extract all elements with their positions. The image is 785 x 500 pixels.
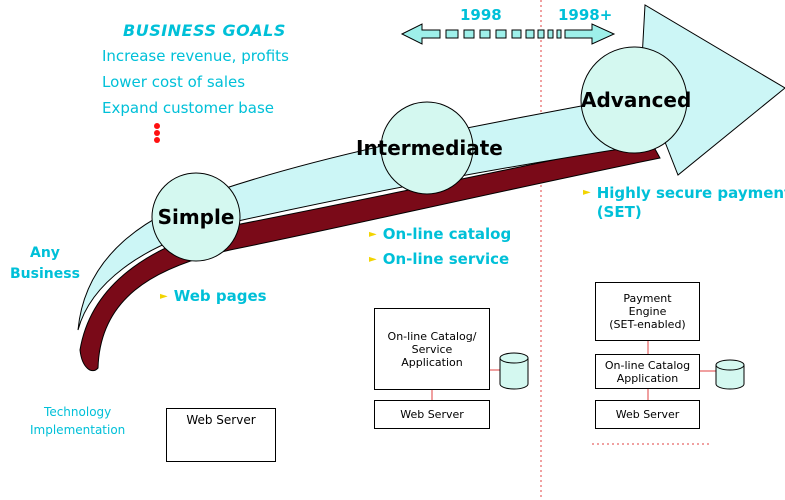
feature-online-service: ► On-line service bbox=[369, 250, 509, 268]
more-goals-ellipsis bbox=[154, 123, 160, 143]
advanced-catalog-box: On-line Catalog Application bbox=[595, 354, 700, 389]
feature-online-catalog: ► On-line catalog bbox=[369, 225, 511, 243]
feature-label: On-line catalog bbox=[382, 225, 512, 243]
intermediate-web-server-box: Web Server bbox=[374, 400, 490, 429]
database-icon-intermediate bbox=[499, 352, 529, 390]
goal-item: Expand customer base bbox=[102, 99, 275, 117]
bullet-icon: ► bbox=[369, 229, 377, 240]
stage-circle-simple bbox=[151, 172, 241, 262]
feature-label: On-line service bbox=[382, 250, 510, 268]
feature-web-pages: ► Web pages bbox=[160, 287, 267, 305]
bullet-icon: ► bbox=[369, 254, 377, 265]
bullet-icon: ► bbox=[160, 291, 168, 302]
stage-name-intermediate: Intermediate bbox=[356, 136, 503, 160]
stage-name-simple: Simple bbox=[157, 205, 235, 229]
stage-circle-intermediate bbox=[380, 101, 474, 195]
intermediate-app-box: On-line Catalog/ Service Application bbox=[374, 308, 490, 390]
goal-item: Lower cost of sales bbox=[102, 73, 246, 91]
year-label-1998-plus: 1998+ bbox=[558, 6, 613, 24]
feature-secure-payments: ► Highly secure payments (SET) bbox=[583, 184, 785, 222]
bullet-icon: ► bbox=[583, 187, 591, 198]
simple-web-server-box: Web Server bbox=[166, 408, 276, 462]
stage-circle-advanced bbox=[580, 46, 688, 154]
technology-implementation-label: Technology Implementation bbox=[30, 405, 126, 437]
stage-name-advanced: Advanced bbox=[581, 88, 692, 112]
goal-item: Increase revenue, profits bbox=[102, 47, 289, 65]
timeline-arrow bbox=[400, 23, 616, 45]
advanced-web-server-box: Web Server bbox=[595, 400, 700, 429]
any-business-label: Any Business bbox=[10, 245, 80, 282]
year-label-1998: 1998 bbox=[460, 6, 502, 24]
payment-engine-box: Payment Engine (SET-enabled) bbox=[595, 282, 700, 341]
database-icon-advanced bbox=[715, 359, 745, 390]
feature-label: Highly secure payments (SET) bbox=[596, 184, 785, 221]
feature-label: Web pages bbox=[173, 287, 267, 305]
business-goals-title: BUSINESS GOALS bbox=[123, 21, 286, 40]
